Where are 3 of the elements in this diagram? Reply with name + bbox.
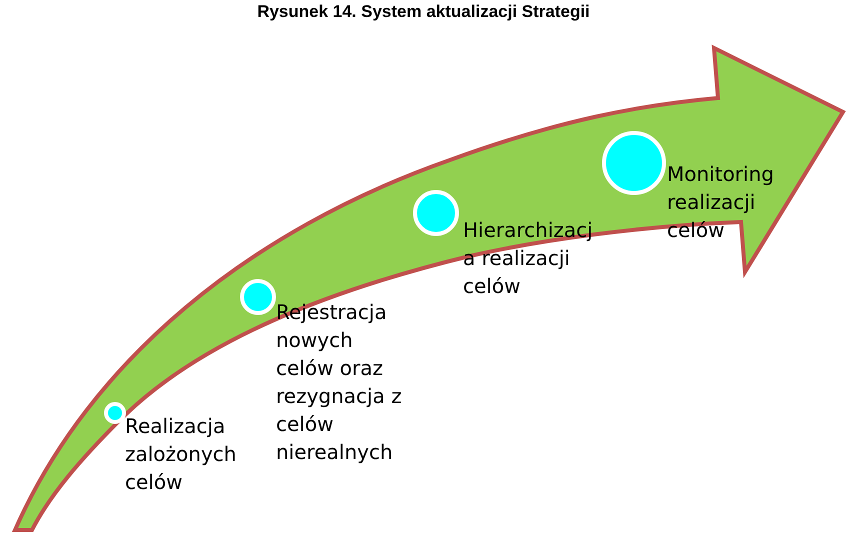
- step-label: Monitoring realizacji celów: [667, 161, 775, 244]
- title: Rysunek 14. System aktualizacji Strategii: [256, 2, 591, 22]
- step-label: Realizacja zalożonych celów: [125, 413, 238, 496]
